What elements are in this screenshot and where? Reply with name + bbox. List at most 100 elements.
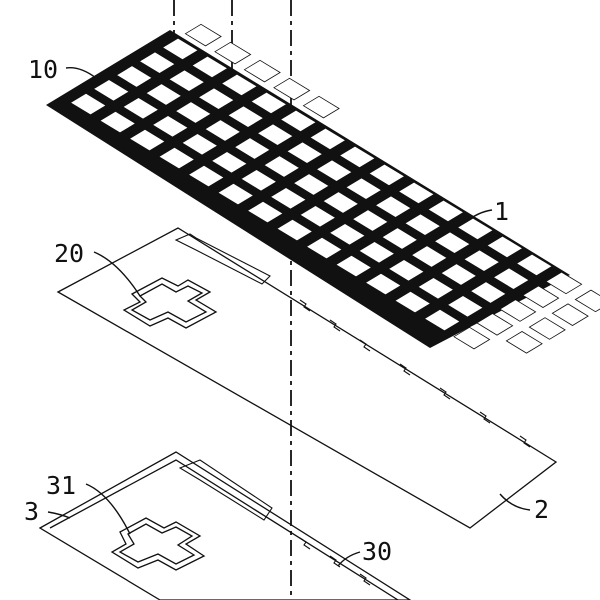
key-opening bbox=[168, 69, 206, 92]
lower-pad bbox=[110, 517, 206, 571]
key-opening bbox=[243, 59, 281, 83]
key-opening bbox=[276, 218, 314, 242]
key-opening bbox=[351, 209, 389, 232]
key-opening bbox=[505, 331, 543, 354]
key-opening bbox=[263, 155, 301, 178]
key-opening bbox=[551, 303, 589, 326]
key-opening bbox=[191, 55, 229, 79]
key-opening bbox=[145, 83, 183, 106]
membrane-edge-tabs bbox=[299, 299, 531, 448]
key-opening bbox=[286, 141, 324, 164]
key-opening bbox=[345, 177, 383, 200]
key-opening bbox=[161, 37, 199, 61]
key-opening bbox=[187, 164, 225, 188]
leader-3 bbox=[47, 511, 71, 519]
key-opening bbox=[387, 259, 425, 282]
key-opening bbox=[453, 326, 491, 350]
leader-20 bbox=[93, 251, 141, 297]
leader-2 bbox=[499, 493, 531, 511]
key-opening bbox=[364, 272, 402, 296]
key-opening bbox=[417, 277, 455, 300]
key-opening bbox=[446, 295, 484, 318]
key-opening bbox=[158, 146, 196, 170]
key-opening bbox=[368, 163, 406, 187]
leader-31 bbox=[85, 483, 131, 535]
key-opening bbox=[174, 101, 212, 124]
key-opening bbox=[545, 271, 583, 295]
key-opening bbox=[246, 200, 284, 224]
key-opening bbox=[328, 223, 366, 246]
label-keyboard: 1 bbox=[494, 197, 509, 226]
keyboard-frame bbox=[46, 23, 600, 354]
key-opening bbox=[302, 95, 340, 119]
key-opening bbox=[394, 290, 432, 314]
key-opening bbox=[115, 65, 153, 88]
key-opening bbox=[92, 79, 130, 102]
key-opening bbox=[214, 41, 252, 65]
membrane-cutout bbox=[174, 233, 271, 285]
key-opening bbox=[204, 119, 242, 142]
key-opening bbox=[151, 115, 189, 138]
label-lower-pad: 31 bbox=[46, 471, 76, 500]
key-opening bbox=[240, 169, 278, 192]
key-opening bbox=[233, 137, 271, 160]
key-openings bbox=[69, 23, 600, 354]
key-opening bbox=[440, 263, 478, 286]
key-opening bbox=[128, 128, 166, 152]
key-opening bbox=[522, 285, 560, 308]
key-opening bbox=[528, 317, 566, 340]
key-opening bbox=[292, 173, 330, 196]
key-opening bbox=[338, 145, 376, 169]
key-opening bbox=[197, 87, 235, 110]
key-opening bbox=[381, 227, 419, 250]
key-opening bbox=[273, 77, 311, 101]
key-opening bbox=[515, 253, 553, 277]
label-base-edge: 30 bbox=[362, 537, 392, 566]
upper-pad bbox=[122, 277, 218, 329]
key-opening bbox=[256, 123, 294, 146]
membrane-outline bbox=[56, 227, 558, 529]
key-opening bbox=[227, 105, 265, 128]
key-opening bbox=[463, 249, 501, 272]
key-opening bbox=[250, 91, 288, 115]
key-opening bbox=[404, 213, 442, 236]
key-opening bbox=[433, 231, 471, 254]
key-opening bbox=[358, 241, 396, 264]
base-edge-tabs bbox=[299, 537, 371, 586]
key-opening bbox=[184, 23, 222, 47]
key-opening bbox=[299, 205, 337, 228]
leader-1 bbox=[465, 209, 493, 223]
label-upper-pad: 20 bbox=[54, 239, 84, 268]
membrane-sheet bbox=[56, 227, 558, 529]
reference-numerals: 10 1 20 2 31 3 30 bbox=[24, 55, 549, 566]
key-opening bbox=[269, 187, 307, 210]
key-opening bbox=[427, 199, 465, 223]
key-opening bbox=[335, 254, 373, 278]
base-outline bbox=[38, 451, 412, 600]
key-opening bbox=[220, 73, 258, 97]
key-opening bbox=[469, 281, 507, 304]
key-opening bbox=[305, 236, 343, 260]
base-inner-edge bbox=[49, 459, 399, 600]
key-opening bbox=[397, 181, 435, 205]
leader-30 bbox=[337, 551, 361, 567]
leader-lines bbox=[47, 67, 531, 567]
key-opening bbox=[410, 245, 448, 268]
upper-pad-inner bbox=[130, 283, 208, 323]
key-opening bbox=[574, 289, 600, 313]
key-opening bbox=[322, 191, 360, 214]
key-opening bbox=[279, 109, 317, 133]
key-opening bbox=[210, 151, 248, 174]
lower-pad-inner bbox=[118, 523, 196, 565]
label-frame: 10 bbox=[28, 55, 58, 84]
key-opening bbox=[499, 299, 537, 322]
base-plate bbox=[38, 451, 412, 600]
key-opening bbox=[315, 159, 353, 182]
key-opening bbox=[423, 308, 461, 332]
leader-10 bbox=[65, 67, 97, 79]
key-opening bbox=[217, 182, 255, 206]
key-opening bbox=[374, 195, 412, 218]
key-opening bbox=[486, 235, 524, 259]
label-membrane: 2 bbox=[534, 495, 549, 524]
